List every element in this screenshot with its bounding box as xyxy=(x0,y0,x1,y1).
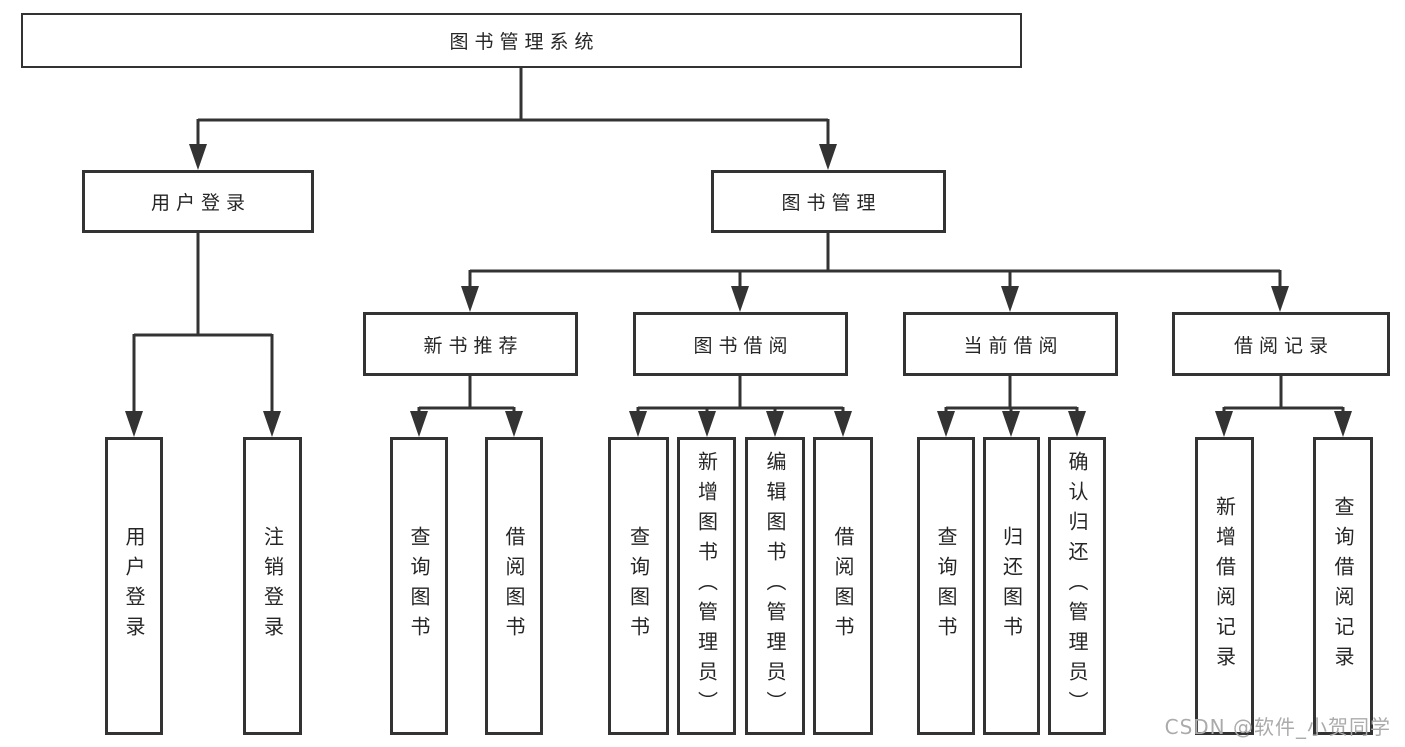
csdn-watermark: CSDN @软件_小贺同学 xyxy=(1164,715,1391,739)
leaf-return-books: 归还图书 xyxy=(983,437,1040,735)
node-book-borrowing: 图书借阅 xyxy=(633,312,848,376)
node-user-login-branch: 用户登录 xyxy=(82,170,314,233)
leaf-add-borrow-record: 新增借阅记录 xyxy=(1195,437,1254,735)
leaf-borrow-books-label: 借阅图书 xyxy=(831,526,855,646)
leaf-borrow-books-recommend: 借阅图书 xyxy=(485,437,543,735)
arrowheads xyxy=(125,144,1352,437)
leaf-query-books-borrow-label: 查询图书 xyxy=(626,526,651,646)
leaf-user-login-label: 用户登录 xyxy=(122,526,146,646)
leaf-borrow-books: 借阅图书 xyxy=(813,437,873,735)
leaf-query-borrow-record: 查询借阅记录 xyxy=(1313,437,1373,735)
leaf-add-book-admin-label: 新增图书（管理员） xyxy=(694,451,719,721)
node-current-borrowing: 当前借阅 xyxy=(903,312,1118,376)
leaf-confirm-return-admin-label: 确认归还（管理员） xyxy=(1065,451,1089,721)
leaf-logout: 注销登录 xyxy=(243,437,302,735)
leaf-confirm-return-admin: 确认归还（管理员） xyxy=(1048,437,1106,735)
tree-connector-path xyxy=(132,68,1345,413)
node-book-management-branch: 图书管理 xyxy=(711,170,946,233)
leaf-user-login: 用户登录 xyxy=(105,437,163,735)
node-borrowing-records: 借阅记录 xyxy=(1172,312,1390,376)
node-new-book-recommendation: 新书推荐 xyxy=(363,312,578,376)
leaf-query-books-current: 查询图书 xyxy=(917,437,975,735)
leaf-add-book-admin: 新增图书（管理员） xyxy=(677,437,736,735)
node-library-management-system: 图书管理系统 xyxy=(21,13,1022,68)
leaf-query-books-borrow: 查询图书 xyxy=(608,437,669,735)
leaf-edit-book-admin: 编辑图书（管理员） xyxy=(745,437,805,735)
leaf-query-books-current-label: 查询图书 xyxy=(934,526,958,646)
leaf-borrow-books-recommend-label: 借阅图书 xyxy=(502,526,526,646)
leaf-query-books-recommend-label: 查询图书 xyxy=(407,526,431,646)
leaf-edit-book-admin-label: 编辑图书（管理员） xyxy=(763,451,787,721)
leaf-query-borrow-record-label: 查询借阅记录 xyxy=(1331,496,1355,676)
leaf-return-books-label: 归还图书 xyxy=(999,526,1024,646)
leaf-logout-label: 注销登录 xyxy=(260,526,285,646)
leaf-add-borrow-record-label: 新增借阅记录 xyxy=(1212,496,1237,676)
leaf-query-books-recommend: 查询图书 xyxy=(390,437,448,735)
